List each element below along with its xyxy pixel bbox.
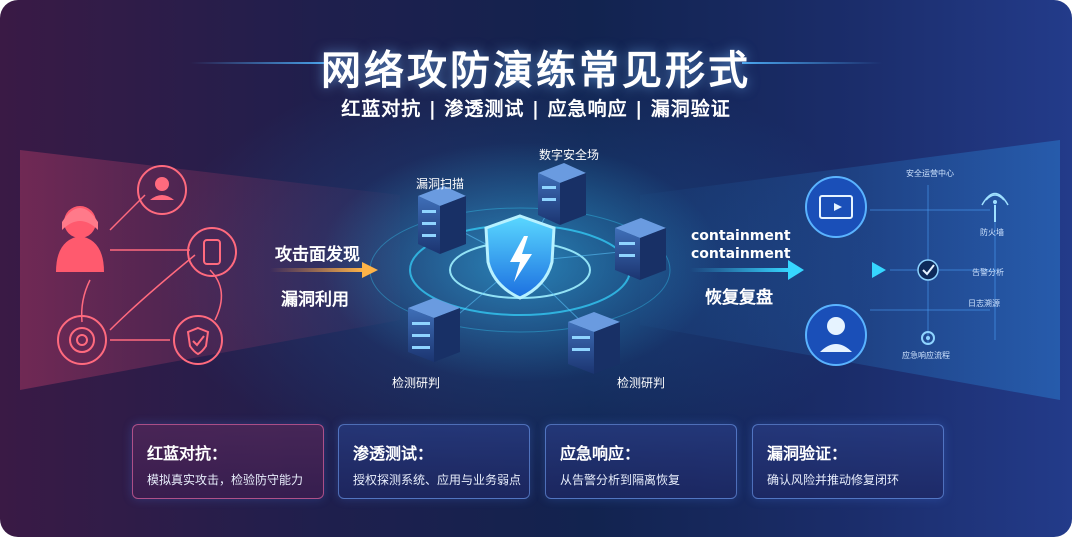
- label-digital-range: 数字安全场: [539, 148, 600, 162]
- card-desc: 从告警分析到隔离恢复: [560, 473, 681, 487]
- card-pentest: 渗透测试： 授权探测系统、应用与业务弱点: [338, 424, 530, 499]
- target-node-icon: [921, 331, 935, 345]
- monitor-icon: [805, 176, 867, 238]
- flow-recovery: 恢复复盘: [705, 288, 773, 308]
- card-desc: 确认风险并推动修复闭环: [767, 473, 900, 487]
- spiral-node-icon: [57, 315, 107, 365]
- card-desc: 模拟真实攻击，检验防守能力: [147, 473, 304, 487]
- soc-label-ir-flow: 应急响应流程: [902, 351, 950, 360]
- label-vuln-scan: 漏洞扫描: [416, 177, 465, 191]
- attack-paths: [80, 194, 223, 341]
- card-red-blue: 红蓝对抗： 模拟真实攻击，检验防守能力: [132, 424, 324, 499]
- server-right: [615, 218, 666, 280]
- flow-containment-1: containment: [691, 228, 791, 244]
- shield-icon: [484, 214, 556, 300]
- page-title: 网络攻防演练常见形式: [321, 48, 751, 94]
- attack-arrow: [270, 262, 378, 278]
- phone-node-icon: [187, 227, 237, 277]
- card-title: 应急响应：: [560, 444, 641, 463]
- soc-label-firewall: 防火墙: [980, 228, 1004, 237]
- card-vuln-verify: 漏洞验证： 确认风险并推动修复闭环: [752, 424, 944, 499]
- title-divider-right: [742, 62, 882, 64]
- server-detect-right: [568, 312, 620, 374]
- label-detect-left: 检测研判: [392, 376, 441, 390]
- server-digital-range: [538, 163, 586, 225]
- user-hacker-node-icon: [137, 165, 187, 215]
- page-subtitle: 红蓝对抗 | 渗透测试 | 应急响应 | 漏洞验证: [341, 98, 731, 120]
- antenna-icon: [981, 192, 1009, 222]
- label-detect-right: 检测研判: [617, 376, 666, 390]
- title-divider-left: [190, 62, 330, 64]
- soc-label-alert: 告警分析: [972, 268, 1004, 277]
- card-title: 渗透测试：: [353, 444, 434, 463]
- soc-arrow: [872, 262, 886, 278]
- server-scan: [418, 186, 466, 254]
- card-title: 红蓝对抗：: [147, 444, 228, 463]
- card-title: 漏洞验证：: [767, 444, 848, 463]
- shield-check-node-icon: [173, 315, 223, 365]
- analyst-icon: [805, 304, 867, 366]
- soc-title: 安全运营中心: [906, 169, 954, 178]
- soc-label-log: 日志溯源: [968, 299, 1000, 308]
- flow-containment-2: containment: [691, 246, 791, 262]
- response-arrow: [690, 260, 804, 280]
- card-incident-response: 应急响应： 从告警分析到隔离恢复: [545, 424, 737, 499]
- hacker-icon: [56, 206, 104, 272]
- card-desc: 授权探测系统、应用与业务弱点: [353, 473, 522, 487]
- defense-beam: [640, 140, 1060, 400]
- server-detect-left: [408, 298, 460, 362]
- flow-exploit: 漏洞利用: [281, 290, 349, 310]
- check-node-icon: [917, 259, 939, 281]
- flow-attack-surface: 攻击面发现: [275, 245, 360, 265]
